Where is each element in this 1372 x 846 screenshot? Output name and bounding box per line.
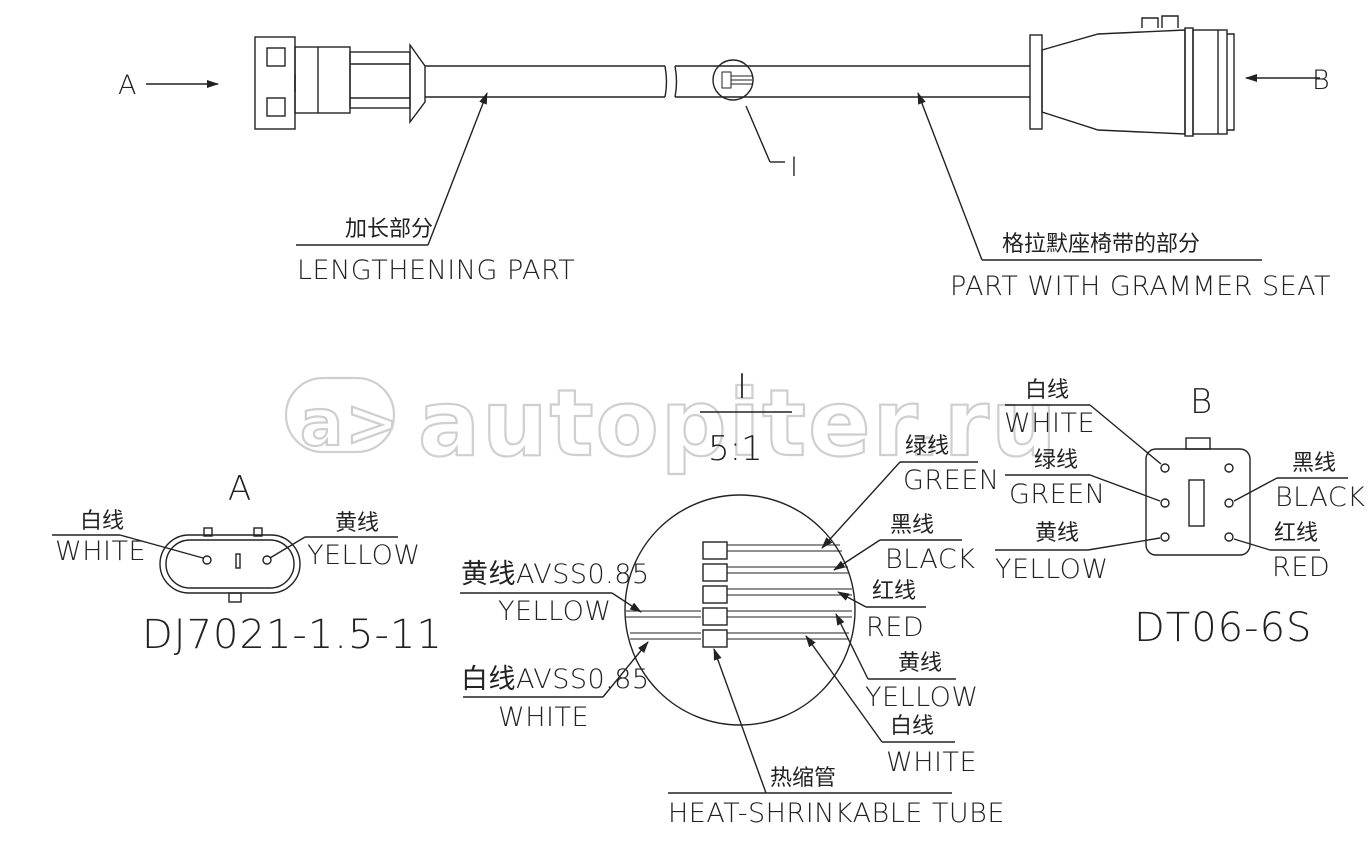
detail-yellow-cn: 黄线 — [898, 651, 942, 676]
view-b-green-cn: 绿线 — [1034, 448, 1078, 473]
detail-i: I 5:1 — [460, 367, 1005, 829]
end-a-label: A — [118, 70, 137, 101]
harness-cable: A — [118, 15, 1331, 302]
detail-wires — [626, 544, 852, 640]
view-a-title: A — [228, 469, 251, 509]
detail-green-en: GREEN — [903, 465, 1000, 496]
view-a-right-cn: 黄线 — [335, 511, 379, 536]
watermark: a> autopiter.ru — [284, 369, 1059, 478]
connector-a-body — [254, 36, 426, 130]
detail-i-leader — [745, 105, 771, 163]
detail-white-spec-cn: 白线AVSS0.85 — [461, 664, 650, 695]
extension-cable — [425, 59, 1030, 101]
detail-yellow-spec-cn: 黄线AVSS0.85 — [461, 559, 650, 590]
detail-i-title: I — [737, 367, 747, 407]
svg-text:autopiter.ru: autopiter.ru — [418, 370, 1059, 477]
view-b-title: B — [1190, 382, 1212, 422]
detail-yellow-en: YELLOW — [865, 682, 979, 713]
view-b-red-cn: 红线 — [1274, 521, 1318, 546]
detail-black-en: BLACK — [885, 544, 975, 575]
end-b-label: B — [1312, 65, 1330, 96]
detail-white-en: WHITE — [886, 747, 977, 778]
grammer-label-en: PART WITH GRAMMER SEAT — [950, 271, 1331, 302]
extension-label-cn: 加长部分 — [345, 217, 433, 242]
detail-white-cn: 白线 — [890, 714, 934, 739]
detail-tube-cn: 热缩管 — [770, 766, 836, 791]
pin-b-red — [1224, 532, 1234, 542]
detail-red-en: RED — [866, 612, 924, 643]
view-a-part-number: DJ7021-1.5-11 — [142, 612, 443, 658]
detail-green-cn: 绿线 — [905, 434, 949, 459]
detail-i-ref: I — [790, 152, 798, 183]
pin-a-left — [202, 555, 212, 565]
detail-yellow-spec-en: YELLOW — [498, 596, 612, 627]
view-b-green-en: GREEN — [1009, 479, 1106, 510]
view-a-left-cn: 白线 — [80, 509, 124, 534]
heat-shrink-sleeves — [702, 541, 728, 648]
extension-leader — [427, 92, 488, 246]
view-b-white-en: WHITE — [1004, 408, 1095, 439]
grammer-leader — [917, 92, 983, 261]
connector-b-body — [1029, 15, 1235, 137]
view-b-white-cn: 白线 — [1025, 378, 1069, 403]
view-b-yellow-en: YELLOW — [995, 554, 1109, 585]
detail-tube-en: HEAT-SHRINKABLE TUBE — [668, 798, 1005, 829]
detail-i-scale: 5:1 — [708, 429, 763, 469]
pin-b-white — [1160, 463, 1170, 473]
connector-a-face — [159, 534, 301, 594]
detail-red-cn: 红线 — [872, 579, 916, 604]
pin-b-yellow — [1160, 532, 1170, 542]
pin-b-black — [1224, 498, 1234, 508]
pin-b-green — [1160, 498, 1170, 508]
view-a-right-en: YELLOW — [307, 540, 421, 571]
view-b-part-number: DT06-6S — [1134, 605, 1312, 651]
view-b-red-en: RED — [1272, 552, 1330, 583]
detail-black-cn: 黑线 — [890, 513, 934, 538]
view-b-black-cn: 黑线 — [1292, 451, 1336, 476]
pin-a-right — [262, 555, 272, 565]
detail-i-circle — [624, 494, 856, 726]
view-a: A 白线 WHITE 黄线 YELLOW DJ7021-1.5-11 — [52, 469, 443, 658]
view-b: B 白线 WHITE 绿线 GREEN 黄线 YELLOW 黑线 BLACK 红… — [995, 378, 1365, 651]
view-b-black-en: BLACK — [1275, 482, 1365, 513]
view-a-left-en: WHITE — [55, 536, 146, 567]
grammer-label-cn: 格拉默座椅带的部分 — [1002, 232, 1200, 257]
extension-label-en: LENGTHENING PART — [297, 255, 575, 286]
detail-white-spec-en: WHITE — [498, 702, 589, 733]
view-b-yellow-cn: 黄线 — [1035, 521, 1079, 546]
pin-b-top-right — [1224, 463, 1234, 473]
svg-text:a>: a> — [300, 387, 401, 461]
